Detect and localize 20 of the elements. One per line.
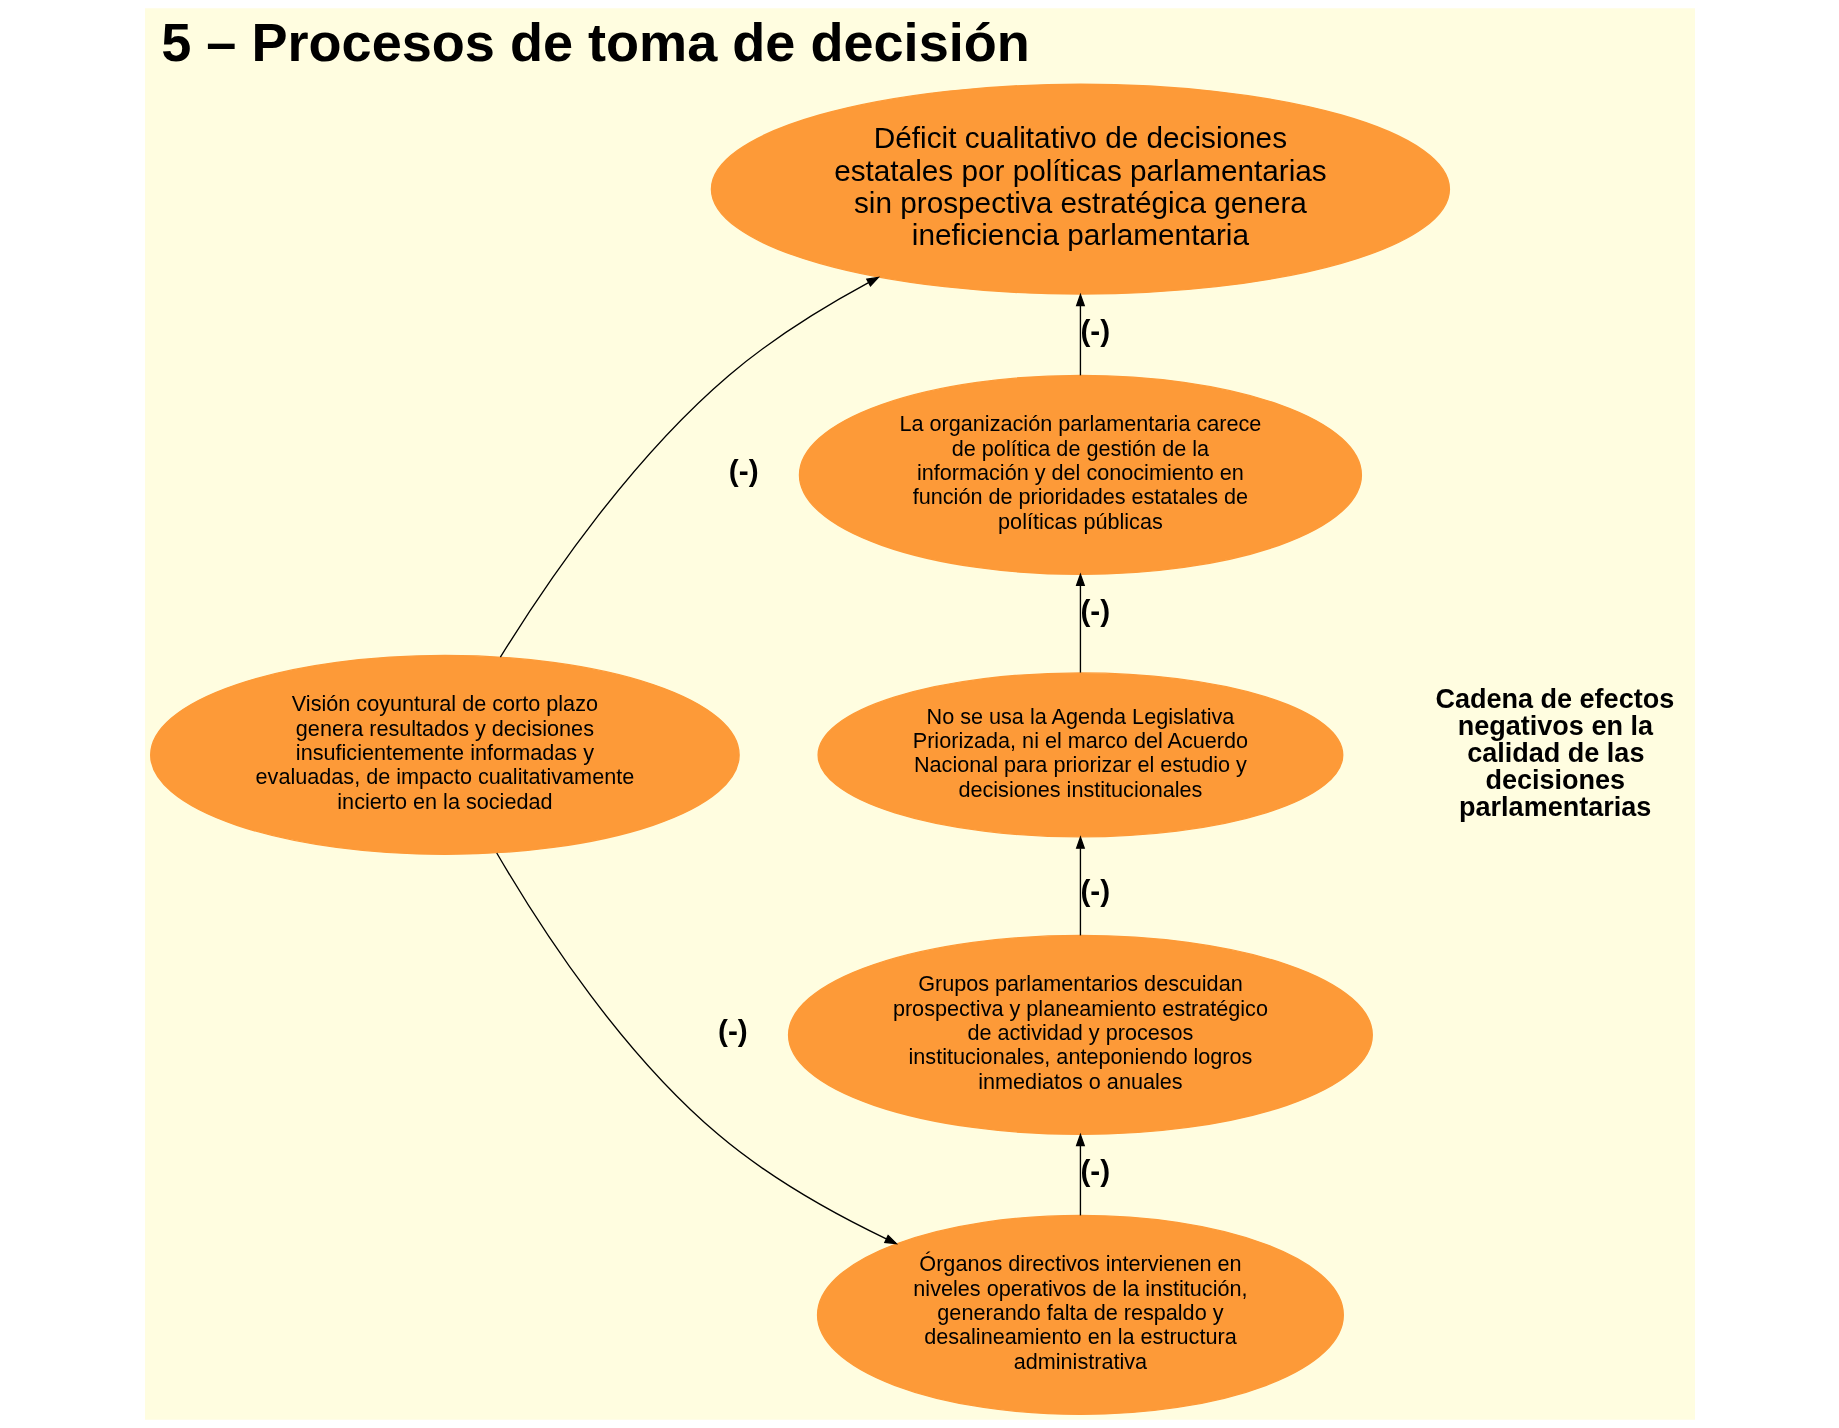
arrow (1075, 1132, 1085, 1217)
node-ellipse: Órganos directivos intervienen en niveles operativos de la institución, generando falta de respaldo y desalineamiento en la estructura administrativa (816, 1214, 1344, 1416)
edge-label: (-) (1079, 1154, 1110, 1188)
arrow (1075, 835, 1085, 937)
node-ellipse: No se usa la Agenda Legislativa Priorizada, ni el marco del Acuerdo Nacional para priorizar el estudio y decisiones institucionales (816, 672, 1343, 838)
arrow (495, 852, 898, 1245)
diagram-title: 5 – Procesos de toma de decisión (160, 11, 1030, 72)
edge-label: (-) (717, 1014, 748, 1048)
edge-label: (-) (1079, 314, 1110, 348)
arrow (1075, 292, 1085, 376)
arrow (499, 276, 880, 658)
arrow (1075, 572, 1085, 674)
node-ellipse: Grupos parlamentarios descuidan prospectiva y planeamiento estratégico de actividad y procesos institucionales, anteponiendo logros inmediatos o anuales (787, 934, 1373, 1136)
node-ellipse: Visión coyuntural de corto plazo genera resultados y decisiones insuficientemente informadas y evaluadas, de impacto cualitativamente incierto en la sociedad (149, 654, 740, 856)
node-ellipse: Déficit cualitativo de decisiones estatales por políticas parlamentarias sin prospectiva estratégica genera ineficiencia parlamentaria (710, 83, 1450, 295)
edge-label: (-) (728, 454, 759, 488)
edge-label: (-) (1079, 594, 1110, 628)
label: Cadena de efectos negativos en la calidad de las decisiones parlamentarias (1434, 683, 1674, 822)
node-ellipse: La organización parlamentaria carece de política de gestión de la información y del conocimiento en función de prioridades estatales de políticas públicas (798, 374, 1362, 576)
edge-label: (-) (1079, 874, 1110, 908)
